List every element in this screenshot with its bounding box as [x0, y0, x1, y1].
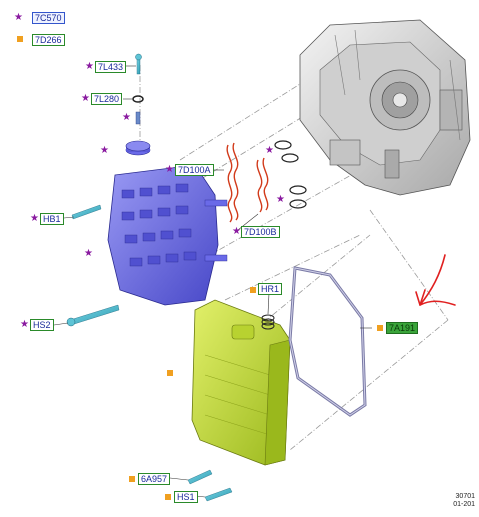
legend-square-marker: [17, 36, 23, 42]
marker-o-rings: ★: [265, 145, 274, 156]
callout-6a957: 6A957: [138, 473, 171, 485]
callout-hs1: HS1: [174, 491, 198, 503]
callout-hr1: HR1: [258, 283, 283, 295]
callout-7d100b: 7D100B: [241, 226, 280, 238]
marker-valve-body: ★: [84, 248, 93, 259]
legend-star-marker: ★: [14, 12, 23, 23]
callout-7d100a: 7D100A: [175, 164, 214, 176]
transmission-case: [299, 19, 471, 196]
callout-hs2: HS2: [30, 319, 54, 331]
seal-strips: [226, 142, 269, 223]
pan-gasket: [288, 266, 367, 417]
red-arrow-annotation: [415, 254, 456, 306]
valve-body: [107, 164, 228, 306]
marker-hb1: ★: [30, 213, 39, 224]
marker-6a957: [129, 476, 135, 482]
figure-id: 30701 01-201: [453, 493, 475, 509]
marker-oil-pan: [167, 370, 173, 376]
figure-number: 30701: [455, 493, 475, 500]
marker-hr1: [250, 287, 256, 293]
callout-7a191: 7A191: [386, 322, 419, 334]
legend-code-7c570: 7C570: [32, 12, 65, 24]
small-top-parts: [125, 53, 151, 156]
marker-filter: ★: [100, 145, 109, 156]
marker-o-rings-lower: ★: [276, 194, 285, 205]
marker-7l280: ★: [81, 93, 90, 104]
valve-body-bolts: [66, 204, 120, 327]
marker-7d100b: ★: [232, 226, 241, 237]
callout-7l280: 7L280: [91, 93, 123, 105]
legend-code-7d266: 7D266: [32, 34, 65, 46]
marker-7d100a: ★: [165, 164, 174, 175]
hr1-spring: [261, 314, 275, 330]
o-rings: [274, 140, 307, 209]
marker-hs1: [165, 494, 171, 500]
marker-7l433: ★: [85, 61, 94, 72]
callout-hb1: HB1: [40, 213, 64, 225]
oil-pan: [191, 299, 291, 466]
callout-7l433: 7L433: [95, 61, 127, 73]
drain-parts: [187, 469, 233, 502]
marker-7a191: [377, 325, 383, 331]
marker-fastener: ★: [122, 112, 131, 123]
marker-hs2: ★: [20, 319, 29, 330]
figure-date: 01-201: [453, 501, 475, 508]
